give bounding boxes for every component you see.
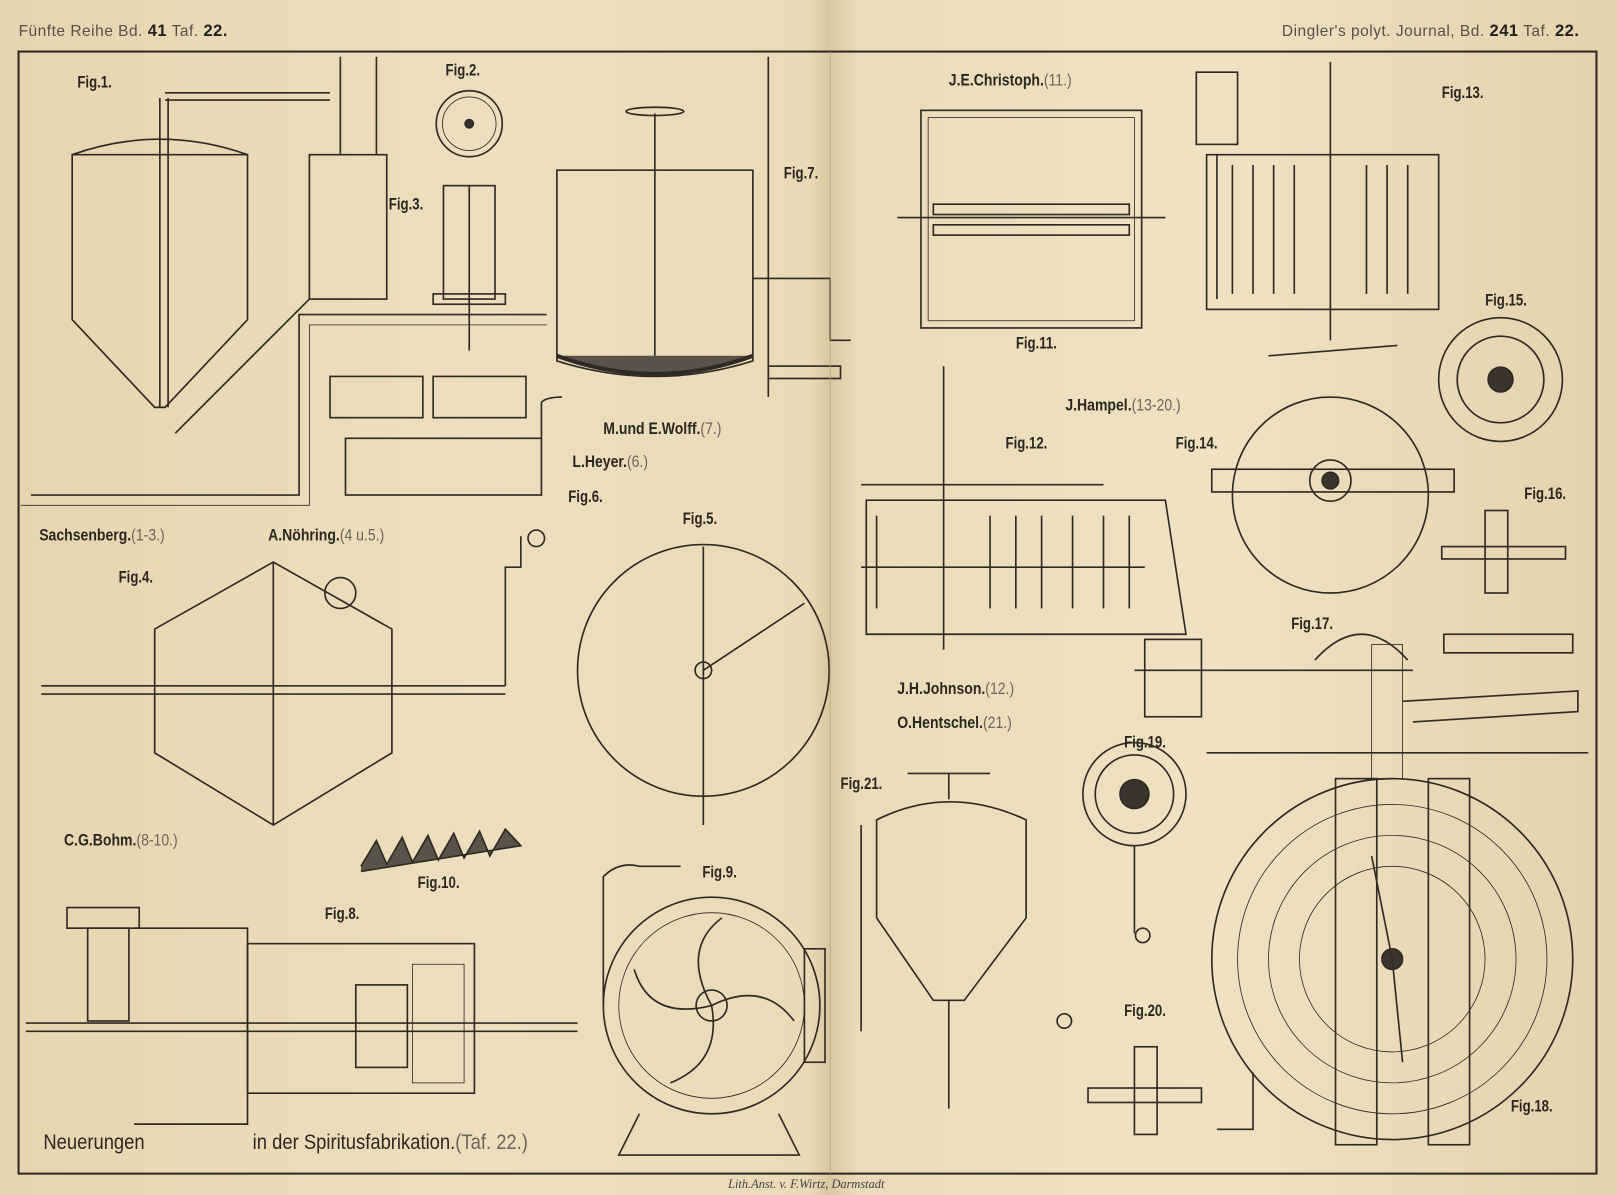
fig-label: Fig.3. bbox=[388, 195, 424, 214]
fig-label: Fig.12. bbox=[1005, 435, 1048, 453]
attribution: J.Hampel.(13-20.) bbox=[1065, 397, 1181, 415]
fig-label: Fig.20. bbox=[1124, 1002, 1166, 1020]
fig-label: Fig.21. bbox=[840, 775, 883, 794]
fig-label: Fig.16. bbox=[1524, 485, 1567, 504]
attribution: M.und E.Wolff.(7.) bbox=[603, 420, 722, 439]
fig-label: Fig.19. bbox=[1124, 734, 1166, 752]
fig-label: Fig.18. bbox=[1510, 1098, 1553, 1116]
fig-label: Fig.8. bbox=[324, 905, 360, 924]
fig-label: Fig.17. bbox=[1291, 615, 1334, 634]
fig-label: Fig.11. bbox=[1015, 335, 1057, 353]
fig19-wheel bbox=[1082, 741, 1187, 944]
fig-label: Fig.1. bbox=[77, 74, 112, 92]
fig5-disc bbox=[576, 543, 830, 826]
fig-label: Fig.13. bbox=[1441, 84, 1484, 103]
attribution: A.Nöhring.(4 u.5.) bbox=[268, 526, 385, 545]
plate-frame bbox=[17, 50, 1598, 1175]
fig1-fermenting-tank bbox=[20, 56, 547, 506]
fig-label: Fig.9. bbox=[702, 864, 737, 882]
fig6-cylinder bbox=[329, 375, 563, 496]
header-right: Dingler's polyt. Journal, Bd. 241 Taf. 2… bbox=[1281, 22, 1580, 41]
fig-label: Fig.5. bbox=[682, 510, 718, 529]
fig16-bearing bbox=[1440, 509, 1567, 594]
fig-label: Fig.7. bbox=[783, 165, 819, 183]
fig17-shaft-assembly bbox=[1134, 633, 1589, 780]
attribution: J.E.Christoph.(11.) bbox=[948, 72, 1072, 90]
fig8-pump bbox=[25, 906, 578, 1125]
fig21-vessel bbox=[860, 772, 1073, 1109]
fig13-apparatus bbox=[1195, 61, 1440, 357]
lithographer-imprint: Lith.Anst. v. F.Wirtz, Darmstadt bbox=[728, 1176, 885, 1192]
fig-label: Fig.4. bbox=[118, 569, 154, 587]
fig-label: Fig.2. bbox=[445, 61, 480, 80]
fig9-centrifugal-pump bbox=[602, 864, 826, 1156]
fig18-large-drum bbox=[1210, 777, 1574, 1146]
fig12-mash-machine bbox=[861, 366, 1187, 650]
fig-label: Fig.14. bbox=[1175, 435, 1218, 453]
fig11-frame bbox=[897, 109, 1166, 329]
fig7-vessel bbox=[556, 56, 851, 398]
plate-title-part1: Neuerungen bbox=[43, 1130, 145, 1155]
plate-title-part2: in der Spiritusfabrikation.(Taf. 22.) bbox=[252, 1130, 528, 1155]
attribution: C.G.Bohm.(8-10.) bbox=[63, 832, 178, 850]
attribution: L.Heyer.(6.) bbox=[572, 453, 648, 472]
fig4-hexagonal-drum bbox=[41, 529, 546, 827]
attribution: O.Hentschel.(21.) bbox=[897, 714, 1012, 733]
attribution: Sachsenberg.(1-3.) bbox=[39, 526, 165, 545]
fig10-zigzag bbox=[360, 827, 523, 873]
fig-label: Fig.10. bbox=[417, 874, 460, 893]
fig20-bearing bbox=[1087, 1045, 1203, 1136]
fig14-drum bbox=[1210, 396, 1455, 594]
fig2-dial bbox=[435, 89, 504, 158]
fig3-valve bbox=[432, 184, 507, 351]
fig-label: Fig.15. bbox=[1485, 291, 1527, 310]
fig15-wheel bbox=[1437, 316, 1564, 443]
header-left: Fünfte Reihe Bd. 41 Taf. 22. bbox=[18, 22, 228, 41]
attribution: J.H.Johnson.(12.) bbox=[897, 680, 1015, 699]
fig-label: Fig.6. bbox=[568, 488, 603, 507]
